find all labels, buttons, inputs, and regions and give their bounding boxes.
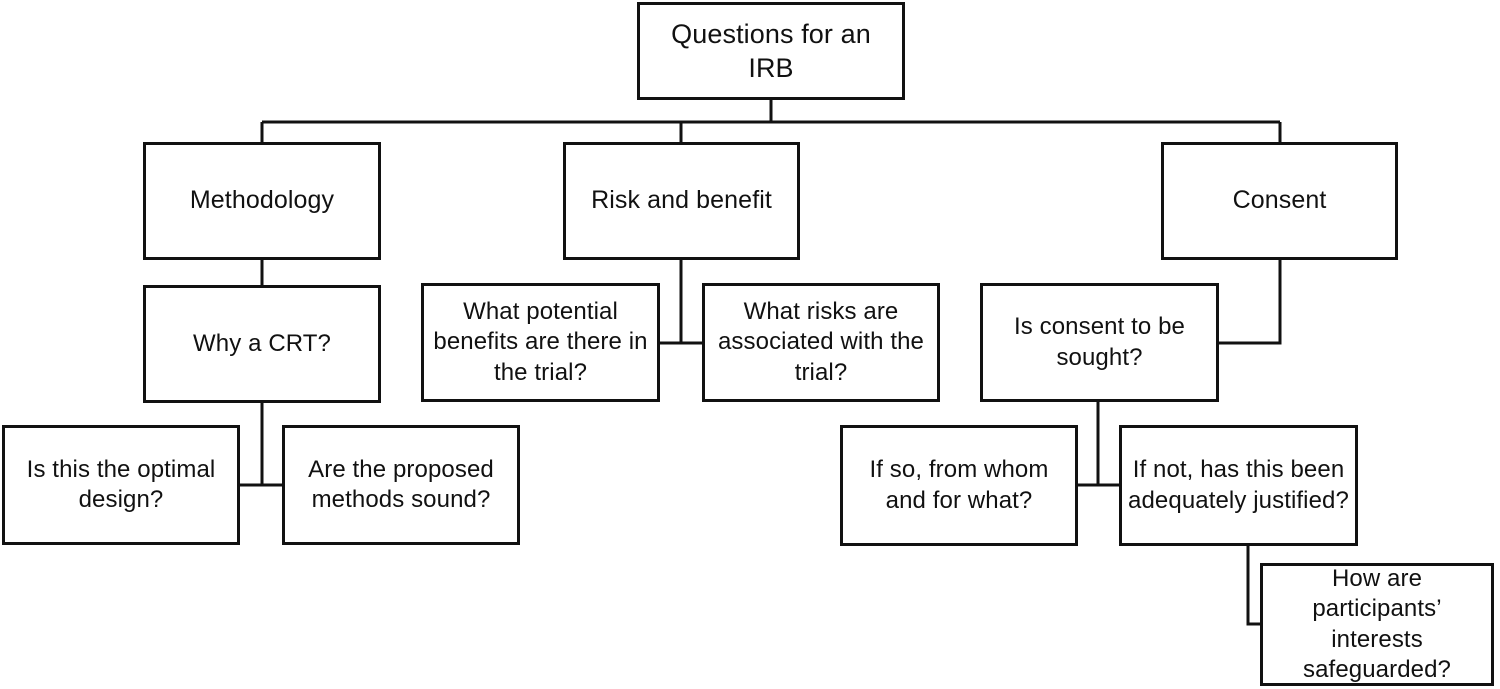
node-if-not-justified-label: If not, has this been adequately justifi… [1128, 456, 1349, 514]
node-risk-and-benefit[interactable]: Risk and benefit [563, 142, 800, 260]
node-methodology-label: Methodology [189, 186, 335, 215]
node-methodology[interactable]: Methodology [143, 142, 381, 260]
node-what-risks[interactable]: What risks are associated with the trial… [702, 283, 940, 402]
node-optimal-design[interactable]: Is this the optimal design? [2, 425, 240, 545]
node-if-not-justified[interactable]: If not, has this been adequately justifi… [1119, 425, 1358, 546]
node-consent[interactable]: Consent [1161, 142, 1398, 260]
node-participants-interests-safeguarded[interactable]: How are participants’ interests safeguar… [1260, 563, 1494, 686]
node-root-label: Questions for an IRB [671, 18, 871, 83]
node-risk-and-benefit-label: Risk and benefit [591, 186, 772, 215]
node-methods-sound-label: Are the proposed methods sound? [308, 455, 494, 513]
node-methods-sound[interactable]: Are the proposed methods sound? [282, 425, 520, 545]
node-root[interactable]: Questions for an IRB [637, 2, 905, 100]
node-why-a-crt[interactable]: Why a CRT? [143, 285, 381, 403]
node-potential-benefits[interactable]: What potential benefits are there in the… [421, 283, 660, 402]
node-is-consent-to-be-sought-label: Is consent to be sought? [1013, 313, 1186, 371]
connector-consent-to-is-consent [1219, 260, 1282, 345]
node-potential-benefits-label: What potential benefits are there in the… [433, 298, 648, 386]
connector-if-not-to-safeguarded [1246, 546, 1260, 626]
node-participants-interests-safeguarded-label: How are participants’ interests safeguar… [1303, 565, 1451, 683]
node-why-a-crt-label: Why a CRT? [193, 329, 331, 357]
node-consent-label: Consent [1232, 186, 1327, 215]
node-what-risks-label: What risks are associated with the trial… [717, 298, 925, 386]
node-is-consent-to-be-sought[interactable]: Is consent to be sought? [980, 283, 1219, 402]
node-from-whom-and-for-what-label: If so, from whom and for what? [869, 456, 1049, 514]
node-optimal-design-label: Is this the optimal design? [26, 455, 216, 513]
node-from-whom-and-for-what[interactable]: If so, from whom and for what? [840, 425, 1078, 546]
